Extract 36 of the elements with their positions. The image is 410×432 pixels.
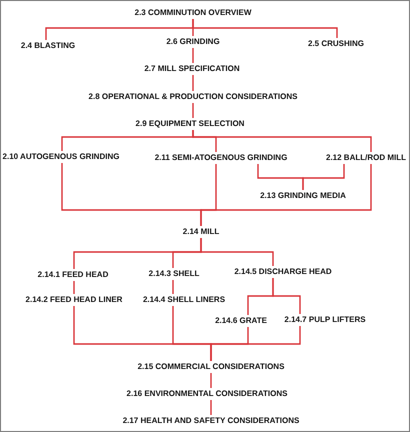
connector-line — [192, 130, 372, 152]
topic-label: 2.9 EQUIPMENT SELECTION — [136, 119, 244, 129]
topic-label: 2.14.7 PULP LIFTERS — [284, 315, 366, 325]
connector-line — [192, 48, 194, 63]
topic-label: 2.15 COMMERCIAL CONSIDERATIONS — [138, 362, 284, 372]
topic-label: 2.14.6 GRATE — [215, 316, 267, 326]
connector-line — [192, 19, 338, 38]
connector-line — [200, 238, 274, 266]
topic-label: 2.11 SEMI-ATOGENOUS GRINDING — [154, 153, 288, 163]
topic-label: 2.14.5 DISCHARGE HEAD — [234, 267, 332, 277]
topic-label: 2.6 GRINDING — [166, 37, 220, 47]
topic-label: 2.3 COMMINUTION OVERVIEW — [134, 8, 252, 18]
topic-label: 2.14.3 SHELL — [148, 269, 200, 279]
topic-label: 2.14 MILL — [182, 227, 220, 237]
connector-line — [272, 278, 301, 314]
topic-label: 2.14.2 FEED HEAD LINER — [26, 295, 122, 305]
topic-label: 2.10 AUTOGENOUS GRINDING — [2, 152, 120, 162]
connector-line — [210, 326, 301, 361]
topic-label: 2.4 BLASTING — [20, 41, 76, 51]
connector-line — [210, 373, 212, 388]
connector-line — [200, 164, 372, 226]
topic-label: 2.7 MILL SPECIFICATION — [144, 64, 240, 74]
connector-line — [172, 280, 174, 294]
topic-label: 2.16 ENVIRONMENTAL CONSIDERATIONS — [126, 389, 288, 399]
connector-line — [192, 103, 194, 118]
topic-label: 2.13 GRINDING MEDIA — [260, 191, 346, 201]
topic-label: 2.14.1 FEED HEAD — [38, 270, 108, 280]
topic-label: 2.17 HEALTH AND SAFETY CONSIDERATIONS — [122, 416, 300, 426]
connector-line — [192, 75, 194, 91]
connector-line — [302, 164, 345, 190]
topic-label: 2.5 CRUSHING — [308, 39, 364, 49]
topic-label: 2.8 OPERATIONAL & PRODUCTION CONSIDERATIONS — [88, 92, 298, 102]
topic-label: 2.12 BALL/ROD MILL — [326, 153, 406, 163]
topic-label: 2.14.4 SHELL LINERS — [142, 295, 226, 305]
connector-line — [73, 281, 75, 294]
connector-line — [210, 400, 212, 415]
